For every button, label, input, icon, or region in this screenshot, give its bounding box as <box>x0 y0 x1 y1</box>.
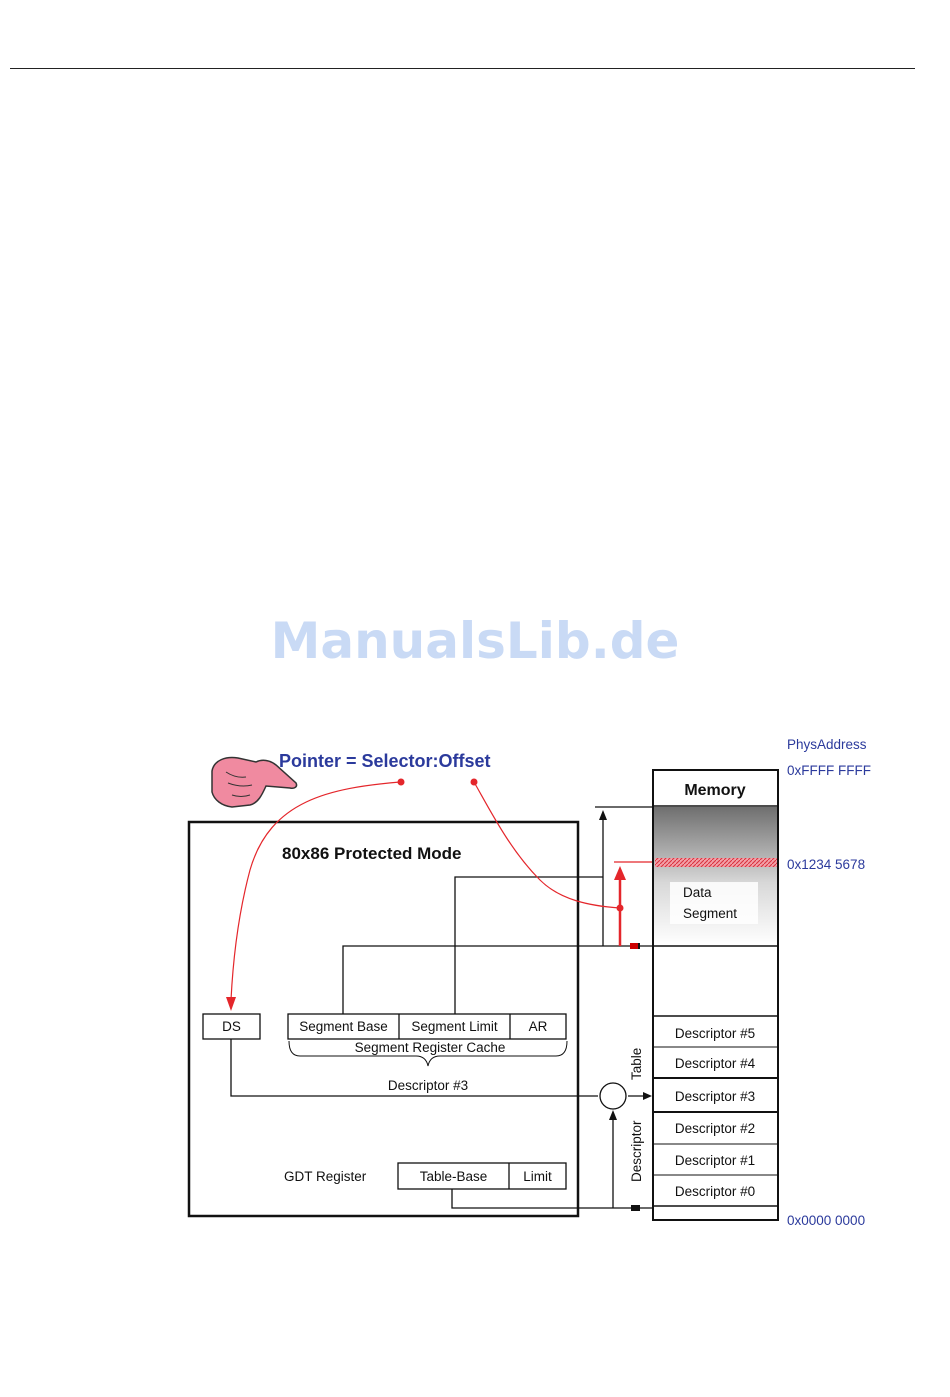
data-segment-label-2: Segment <box>683 906 737 921</box>
pointing-hand-icon <box>211 756 298 808</box>
address-top: 0xFFFF FFFF <box>787 763 871 778</box>
descriptor-0: Descriptor #0 <box>675 1184 755 1199</box>
target-address-band <box>655 858 777 867</box>
data-segment-block <box>654 807 777 945</box>
adder-circle <box>599 1082 627 1110</box>
offset-arrow <box>473 781 621 909</box>
descriptor-1: Descriptor #1 <box>675 1153 755 1168</box>
arrowheads <box>599 810 652 1211</box>
red-dots <box>397 778 638 949</box>
memory-column <box>652 769 779 1221</box>
segment-register-cache: Segment Base Segment Limit AR <box>287 1013 567 1040</box>
descriptor-4: Descriptor #4 <box>675 1056 756 1071</box>
segment-base-field: Segment Base <box>299 1019 388 1034</box>
offset-add-arrow <box>614 861 655 946</box>
ds-register <box>202 1013 261 1040</box>
descriptor-2: Descriptor #2 <box>675 1121 755 1136</box>
gdt-register-label: GDT Register <box>284 1169 367 1184</box>
limit-field: Limit <box>523 1169 552 1184</box>
descriptor-table-label-2: Table <box>629 1048 644 1080</box>
descriptor-3-label: Descriptor #3 <box>388 1078 468 1093</box>
ar-field: AR <box>529 1019 548 1034</box>
selector-arrowhead <box>226 997 236 1011</box>
phys-address-header: PhysAddress <box>787 737 867 752</box>
descriptor-3: Descriptor #3 <box>675 1089 755 1104</box>
connector-lines <box>230 805 779 1209</box>
pointer-formula: Pointer = Selector:Offset <box>279 751 491 771</box>
top-rule <box>10 68 915 69</box>
mode-title: 80x86 Protected Mode <box>282 844 462 863</box>
cache-brace <box>288 1040 568 1067</box>
table-base-field: Table-Base <box>420 1169 488 1184</box>
descriptor-5: Descriptor #5 <box>675 1026 755 1041</box>
address-bottom: 0x0000 0000 <box>787 1213 865 1228</box>
segment-limit-field: Segment Limit <box>411 1019 498 1034</box>
memory-title: Memory <box>684 782 745 799</box>
selector-arrow <box>230 781 401 1001</box>
descriptor-table-label-1: Descriptor <box>629 1120 644 1182</box>
protected-mode-box <box>187 820 580 1218</box>
data-segment-label-1: Data <box>683 885 712 900</box>
segment-cache-caption: Segment Register Cache <box>355 1040 506 1055</box>
gdt-register: Table-Base Limit <box>397 1162 567 1190</box>
ds-label: DS <box>222 1019 241 1034</box>
address-target: 0x1234 5678 <box>787 857 865 872</box>
watermark: ManualsLib.de <box>270 612 680 670</box>
